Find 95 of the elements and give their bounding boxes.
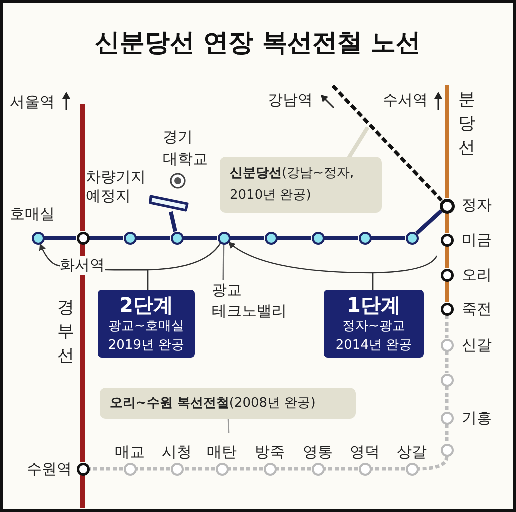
rail-line xyxy=(415,210,443,236)
station-name: 매탄 xyxy=(207,443,237,462)
rail-line xyxy=(445,214,449,234)
rail-line xyxy=(445,424,449,444)
landmark-label: 경기 대학교 xyxy=(163,127,209,170)
station-marker xyxy=(406,462,418,476)
rail-line xyxy=(324,236,358,240)
rail-line xyxy=(80,104,86,232)
rail-line xyxy=(372,236,406,240)
station-name: 정자 xyxy=(462,196,492,215)
callout-box xyxy=(100,388,356,419)
destination-label: 강남역 xyxy=(268,91,313,110)
station-marker xyxy=(358,462,372,476)
station-name: 수원역 xyxy=(27,460,72,479)
rail-line xyxy=(230,236,264,240)
stage-description: 광교~호매실 2019년 완공 xyxy=(107,318,186,355)
rail-line xyxy=(169,212,178,232)
station-name: 영덕 xyxy=(350,443,380,462)
station-marker xyxy=(124,462,136,476)
station-name: 화서역 xyxy=(60,256,105,275)
station-name: 오리 xyxy=(462,266,492,285)
stage-title: 2단계 xyxy=(120,293,174,317)
rail-line xyxy=(90,236,124,240)
station-marker xyxy=(76,462,90,476)
rail-line xyxy=(445,282,449,302)
station-marker xyxy=(124,232,136,244)
rail-line xyxy=(445,352,449,374)
station-marker xyxy=(440,302,454,316)
rail-line xyxy=(372,467,406,471)
station-marker xyxy=(312,232,324,244)
station-marker xyxy=(440,338,454,352)
destination-label: 수서역 xyxy=(383,91,428,110)
rail-line xyxy=(278,236,312,240)
rail-line xyxy=(184,467,216,471)
station-marker xyxy=(440,374,454,386)
bracket-line xyxy=(372,256,438,290)
station-marker xyxy=(312,462,324,476)
rail-line xyxy=(44,236,76,240)
station-marker xyxy=(32,232,44,244)
station-marker xyxy=(170,462,184,476)
rail-line xyxy=(136,236,170,240)
station-marker xyxy=(440,198,454,214)
station-marker xyxy=(218,232,230,244)
station-name: 시청 xyxy=(162,443,192,462)
rail-line xyxy=(332,84,444,202)
rail-line xyxy=(445,246,449,268)
station-marker xyxy=(440,234,454,246)
station-marker xyxy=(264,462,276,476)
station-name: 방죽 xyxy=(255,443,285,462)
station-marker xyxy=(216,462,228,476)
rail-line xyxy=(136,467,170,471)
rail-line xyxy=(276,467,312,471)
rail-line xyxy=(324,467,358,471)
callout-text: 신분당선(강남~정자, 2010년 완공) xyxy=(230,165,356,205)
rail-line xyxy=(418,456,449,471)
stage-description: 정자~광교 2014년 완공 xyxy=(334,318,414,355)
rail-line xyxy=(80,244,86,462)
station-name: 신갈 xyxy=(462,336,492,355)
station-name: 영통 xyxy=(303,443,333,462)
destination-label: 서울역 xyxy=(10,93,55,112)
station-marker xyxy=(440,412,454,424)
rail-line xyxy=(90,467,124,471)
rail-line xyxy=(445,316,449,338)
station-marker xyxy=(170,232,184,244)
station-marker xyxy=(440,268,454,282)
station-marker xyxy=(440,444,454,456)
station-name: 죽전 xyxy=(462,300,492,319)
station-name: 호매실 xyxy=(10,205,55,224)
leader-line xyxy=(228,418,230,434)
station-name: 미금 xyxy=(462,231,492,250)
map-title: 신분당선 연장 복선전철 노선 xyxy=(95,28,422,58)
station-marker xyxy=(264,232,278,244)
rail-line xyxy=(80,476,86,508)
rail-line xyxy=(445,85,449,198)
station-marker xyxy=(358,232,372,244)
leader-line xyxy=(222,244,225,280)
site-label: 차량기지 예정지 xyxy=(86,168,147,206)
rail-line xyxy=(228,467,264,471)
depot-site-marker xyxy=(149,195,189,212)
station-marker xyxy=(406,232,418,244)
line-name: 경부선 xyxy=(57,297,75,368)
callout-text: 오리~수원 복선전철(2008년 완공) xyxy=(110,394,316,412)
callout-box xyxy=(220,157,382,213)
station-name: 광교 테크노밸리 xyxy=(212,280,294,322)
stage-box xyxy=(98,290,195,358)
station-name: 매교 xyxy=(115,443,145,462)
stage-title: 1단계 xyxy=(347,293,401,317)
station-name: 상갈 xyxy=(397,443,427,462)
rail-line xyxy=(445,386,449,412)
stage-box xyxy=(324,290,424,358)
bracket-line xyxy=(147,243,222,290)
line-name: 분당선 xyxy=(458,89,476,160)
station-name: 기흥 xyxy=(462,409,492,428)
station-marker xyxy=(76,232,90,244)
rail-line xyxy=(184,236,218,240)
